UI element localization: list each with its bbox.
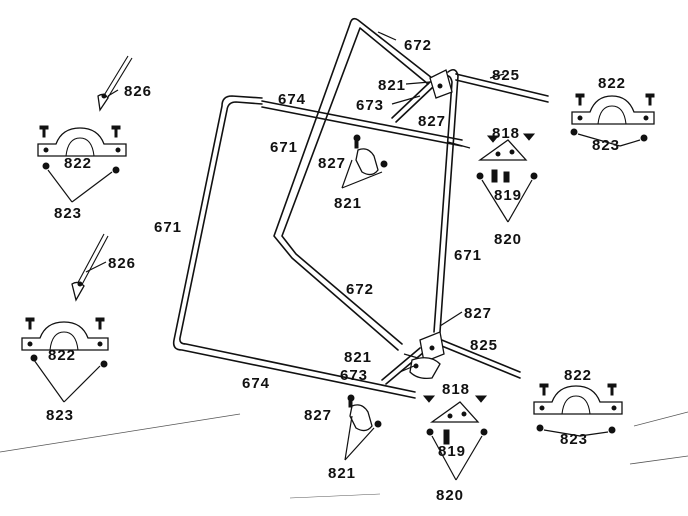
- label-673-top: 673: [356, 97, 384, 114]
- label-823-bottom-right: 823: [560, 431, 588, 448]
- wire-826-top: [97, 55, 133, 112]
- part-labels: 672 821 825 673 827 822 823 674 818 819 …: [46, 37, 626, 504]
- bracket-818-bottom: [422, 395, 488, 481]
- hinge-part-821-mid: [341, 134, 388, 189]
- clamp-822-top-left: [37, 125, 127, 203]
- label-825-bottom: 825: [470, 337, 498, 354]
- hinge-part-bottom-center: [409, 357, 441, 380]
- clamp-822-bottom-right: [533, 383, 623, 437]
- label-823-top-left: 823: [54, 205, 82, 222]
- label-823-top-right: 823: [592, 137, 620, 154]
- hinge-827-top: [429, 69, 453, 99]
- label-821-bottom-left: 821: [328, 465, 356, 482]
- label-671-left: 671: [154, 219, 182, 236]
- frame-671-674: [172, 95, 463, 399]
- label-822-bottom-right: 822: [564, 367, 592, 384]
- label-821-bottom: 821: [344, 349, 372, 366]
- label-822-mid-left: 822: [48, 347, 76, 364]
- bracket-818-top: [476, 133, 538, 223]
- label-818-top: 818: [492, 125, 520, 142]
- label-818-bottom: 818: [442, 381, 470, 398]
- label-826-mid: 826: [108, 255, 136, 272]
- label-672-top: 672: [404, 37, 432, 54]
- label-821-mid: 821: [334, 195, 362, 212]
- wire-826-mid: [71, 233, 109, 302]
- label-822-top-right: 822: [598, 75, 626, 92]
- frame-672-671-right: [273, 17, 549, 385]
- label-819-top: 819: [494, 187, 522, 204]
- label-673-bottom: 673: [340, 367, 368, 384]
- label-674-bottom: 674: [242, 375, 270, 392]
- label-819-bottom: 819: [438, 443, 466, 460]
- label-823-mid-left: 823: [46, 407, 74, 424]
- label-671-right: 671: [454, 247, 482, 264]
- label-820-bottom: 820: [436, 487, 464, 504]
- label-672-mid: 672: [346, 281, 374, 298]
- label-674-top: 674: [278, 91, 306, 108]
- background-lines: [0, 411, 688, 499]
- label-821-top: 821: [378, 77, 406, 94]
- hinge-827-bottom: [419, 331, 445, 363]
- clamp-822-top-right: [570, 93, 655, 147]
- label-826-top: 826: [124, 83, 152, 100]
- label-822-top-left: 822: [64, 155, 92, 172]
- label-671-left-top: 671: [270, 139, 298, 156]
- label-827-bottom-left: 827: [304, 407, 332, 424]
- hinge-part-821-bottom: [344, 394, 382, 461]
- label-827-bottom-right: 827: [464, 305, 492, 322]
- label-825-top: 825: [492, 67, 520, 84]
- label-820-top: 820: [494, 231, 522, 248]
- label-827-mid: 827: [318, 155, 346, 172]
- label-827-top: 827: [418, 113, 446, 130]
- leader-lines: [377, 31, 505, 373]
- clamp-822-mid-left: [21, 317, 109, 403]
